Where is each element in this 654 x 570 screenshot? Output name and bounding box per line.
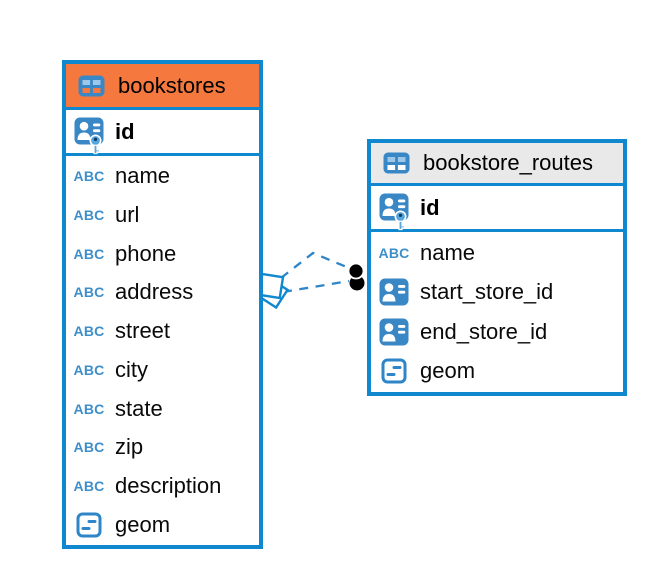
column-name: name: [420, 239, 476, 265]
text-abc-icon: ABC: [73, 361, 105, 378]
text-abc-icon: ABC: [378, 244, 410, 261]
column-name: geom: [420, 358, 476, 384]
column-row-phone[interactable]: ABC phone: [66, 234, 259, 273]
column-row-state[interactable]: ABC state: [66, 389, 259, 428]
text-abc-icon: ABC: [73, 284, 105, 301]
column-name: description: [115, 472, 222, 498]
geometry-icon: [376, 358, 412, 384]
table-icon: [73, 75, 109, 97]
column-row-name[interactable]: ABC name: [371, 233, 623, 273]
column-row-description[interactable]: ABC description: [66, 467, 259, 506]
column-row-end_store_id[interactable]: end_store_id: [371, 312, 623, 352]
column-row-name[interactable]: ABC name: [66, 157, 259, 196]
person-id-key-icon: [71, 109, 107, 155]
text-abc-icon: ABC: [73, 207, 105, 224]
column-name: url: [115, 202, 140, 228]
table-bookstore-routes-header[interactable]: bookstore_routes: [371, 143, 623, 186]
column-name: zip: [115, 434, 144, 460]
column-row-geom[interactable]: geom: [371, 352, 623, 392]
table-name: bookstore_routes: [423, 150, 593, 175]
dot-endpoint-back: [349, 275, 365, 291]
column-name: street: [115, 318, 171, 344]
primary-key-row-id[interactable]: id: [66, 110, 259, 156]
primary-key-name: id: [420, 194, 440, 220]
dot-endpoint-front: [347, 262, 365, 280]
geometry-icon: [71, 512, 107, 538]
table-name: bookstores: [118, 72, 226, 98]
column-row-street[interactable]: ABC street: [66, 312, 259, 351]
table-bookstore-routes[interactable]: bookstore_routes id ABC name start_store_i…: [367, 139, 627, 396]
text-abc-icon: ABC: [73, 168, 105, 185]
column-name: geom: [115, 511, 171, 537]
column-name: name: [115, 163, 171, 189]
column-name: state: [115, 395, 163, 421]
column-name: end_store_id: [420, 318, 548, 344]
text-abc-icon: ABC: [73, 323, 105, 340]
primary-key-row-id[interactable]: id: [371, 186, 623, 232]
column-name: city: [115, 356, 148, 382]
column-row-url[interactable]: ABC url: [66, 196, 259, 235]
text-abc-icon: ABC: [73, 477, 105, 494]
table-icon: [378, 152, 414, 174]
text-abc-icon: ABC: [73, 439, 105, 456]
relationship-line-upper[interactable]: [280, 251, 350, 279]
primary-key-name: id: [115, 118, 135, 144]
person-id-key-icon: [376, 185, 412, 231]
column-row-address[interactable]: ABC address: [66, 273, 259, 312]
table-bookstores-header[interactable]: bookstores: [66, 64, 259, 110]
relationship-line-lower[interactable]: [282, 279, 350, 294]
text-abc-icon: ABC: [73, 245, 105, 262]
column-row-geom[interactable]: geom: [66, 505, 259, 544]
person-id-icon: [376, 318, 412, 346]
text-abc-icon: ABC: [73, 400, 105, 417]
column-row-city[interactable]: ABC city: [66, 351, 259, 390]
column-name: start_store_id: [420, 279, 554, 305]
column-name: address: [115, 279, 194, 305]
column-row-start_store_id[interactable]: start_store_id: [371, 273, 623, 313]
column-name: phone: [115, 240, 177, 266]
column-row-zip[interactable]: ABC zip: [66, 428, 259, 467]
person-id-icon: [376, 278, 412, 306]
